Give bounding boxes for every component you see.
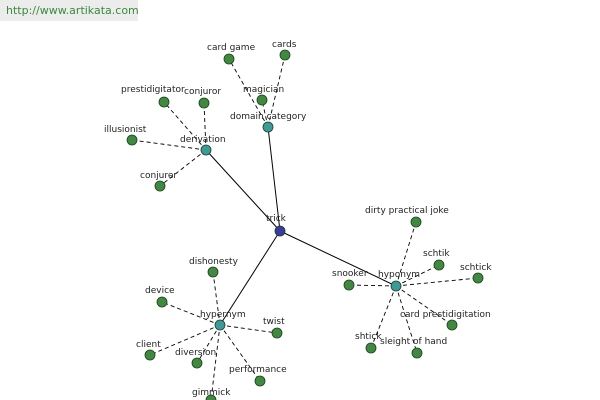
label-illusionist: illusionist [104, 125, 147, 135]
label-conjurer: conjurer [140, 171, 177, 181]
edge-domain-category-card-game [228, 58, 269, 128]
node-twist[interactable] [271, 327, 283, 339]
edge-hyponym-schtik [395, 264, 440, 287]
label-hyponym: hyponym [378, 270, 420, 280]
node-diversion[interactable] [191, 357, 203, 369]
edge-trick-domain-category [267, 126, 281, 232]
label-shtick: shtick [355, 332, 382, 342]
node-cards[interactable] [279, 49, 291, 61]
label-snooker: snooker [332, 269, 368, 279]
edge-hyponym-sleight-of-hand [395, 285, 418, 354]
label-hypernym: hypernym [200, 310, 246, 320]
label-magician: magician [243, 85, 284, 95]
node-illusionist[interactable] [126, 134, 138, 146]
edge-derivation-conjuror [203, 102, 207, 151]
label-domain-category: domain category [230, 112, 307, 122]
node-dishonesty[interactable] [207, 266, 219, 278]
label-diversion: diversion [175, 348, 216, 358]
label-performance: performance [229, 365, 287, 375]
label-gimmick: gimmick [192, 388, 231, 398]
label-dishonesty: dishonesty [189, 257, 239, 267]
label-card-game: card game [207, 43, 256, 53]
label-schtik: schtik [423, 249, 450, 259]
node-snooker[interactable] [343, 279, 355, 291]
node-card-game[interactable] [223, 53, 235, 65]
label-trick-root: trick [266, 214, 287, 224]
label-sleight-of-hand: sleight of hand [380, 337, 447, 347]
node-dirty-practical-joke[interactable] [410, 216, 422, 228]
node-conjuror[interactable] [198, 97, 210, 109]
edge-trick-hyponym [279, 230, 397, 287]
source-url-watermark[interactable]: http://www.artikata.com [0, 0, 139, 21]
label-conjuror: conjuror [184, 87, 221, 97]
node-hypernym[interactable] [214, 319, 226, 331]
node-domain-category[interactable] [262, 121, 274, 133]
node-gimmick[interactable] [205, 394, 217, 400]
edge-hypernym-device [161, 301, 221, 326]
label-card-prestidigitation: card prestidigitation [400, 310, 491, 320]
node-trick-root[interactable] [274, 225, 286, 237]
node-device[interactable] [156, 296, 168, 308]
edge-domain-category-cards [267, 54, 286, 128]
graph-edges [131, 54, 479, 400]
node-sleight-of-hand[interactable] [411, 347, 423, 359]
edge-hypernym-dishonesty [212, 271, 221, 326]
edge-derivation-illusionist [131, 139, 207, 151]
node-schtick[interactable] [472, 272, 484, 284]
edge-trick-derivation [205, 149, 281, 232]
edge-hypernym-gimmick [210, 324, 221, 400]
edge-hypernym-diversion [196, 324, 221, 364]
label-cards: cards [272, 40, 297, 50]
node-card-prestidigitation[interactable] [446, 319, 458, 331]
edge-trick-hypernym [219, 230, 281, 326]
label-twist: twist [263, 317, 285, 327]
label-schtick: schtick [460, 263, 492, 273]
edge-derivation-conjurer [159, 149, 207, 187]
node-performance[interactable] [254, 375, 266, 387]
label-prestidigitator: prestidigitator [121, 85, 185, 95]
edge-hypernym-client [149, 324, 221, 356]
node-shtick[interactable] [365, 342, 377, 354]
node-client[interactable] [144, 349, 156, 361]
label-derivation: derivation [180, 135, 226, 145]
edge-derivation-prestidigitator [163, 101, 207, 151]
node-hyponym[interactable] [390, 280, 402, 292]
node-conjurer[interactable] [154, 180, 166, 192]
label-device: device [145, 286, 175, 296]
label-client: client [136, 340, 161, 350]
edge-hypernym-performance [219, 324, 261, 382]
graph-nodes [126, 49, 484, 400]
node-derivation[interactable] [200, 144, 212, 156]
edge-hyponym-snooker [348, 284, 397, 287]
edge-hypernym-twist [219, 324, 278, 334]
edge-hyponym-card-prestidigitation [395, 285, 453, 326]
node-prestidigitator[interactable] [158, 96, 170, 108]
node-schtik[interactable] [433, 259, 445, 271]
node-magician[interactable] [256, 94, 268, 106]
label-dirty-practical-joke: dirty practical joke [365, 206, 449, 216]
